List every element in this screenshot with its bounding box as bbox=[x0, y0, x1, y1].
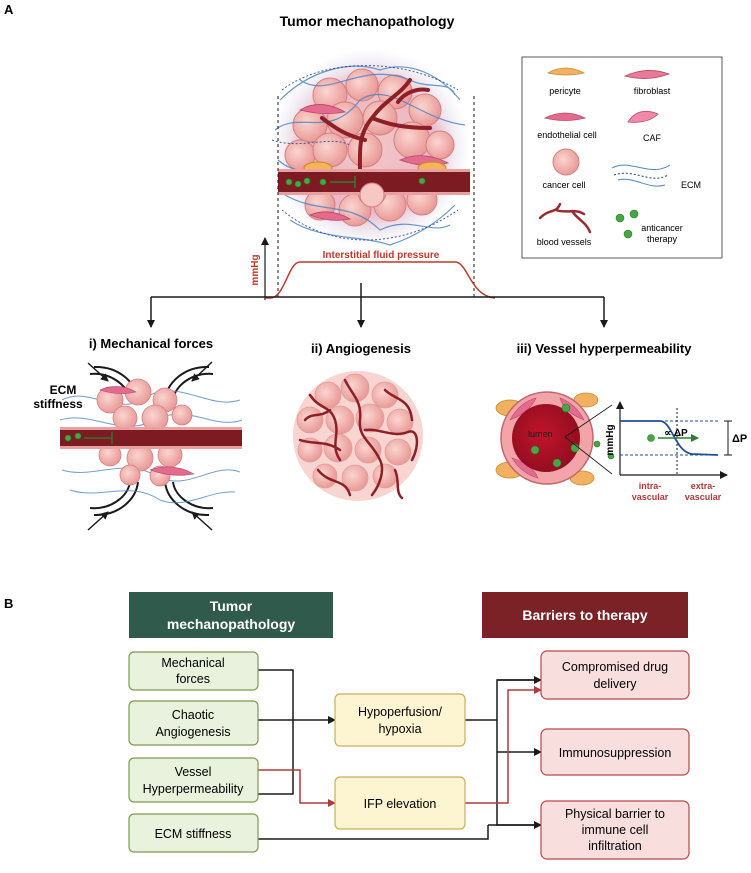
barrier-label: Immunosuppression bbox=[559, 746, 672, 760]
header-right-text: Barriers to therapy bbox=[522, 607, 647, 623]
perm-y-unit: mmHg bbox=[605, 424, 616, 455]
legend-ecm: ECM bbox=[681, 180, 701, 190]
barrier-label: delivery bbox=[593, 677, 637, 691]
ecm-stiffness-1: ECM bbox=[50, 383, 77, 397]
barrier-label: Physical barrier to bbox=[565, 807, 665, 821]
mechanical-forces-illustration: ECM stiffness bbox=[33, 361, 243, 531]
mid-label: Hypoperfusion/ bbox=[358, 705, 443, 719]
extra-label-2: vascular bbox=[685, 492, 722, 502]
cause-label: forces bbox=[176, 672, 210, 686]
mid-box-ifp-elevation: IFP elevation bbox=[334, 776, 466, 830]
angiogenesis-illustration bbox=[293, 371, 423, 501]
tumor-illustration bbox=[270, 48, 470, 248]
header-left-box bbox=[129, 592, 333, 638]
prop-delta-p-label: ∝ ΔP bbox=[664, 428, 688, 439]
panel-a-letter: A bbox=[4, 2, 14, 17]
mid-box-hypoperfusion: Hypoperfusion/ hypoxia bbox=[334, 693, 466, 747]
barrier-label: infiltration bbox=[588, 839, 642, 853]
sub-mechanical-forces: i) Mechanical forces bbox=[89, 336, 213, 351]
panel-b-letter: B bbox=[4, 596, 13, 611]
cause-label: Angiogenesis bbox=[155, 725, 230, 739]
hyperpermeability-illustration: lumen ΔP ∝ ΔP mmHg intra- vascular extra… bbox=[495, 391, 747, 502]
header-left-line1: Tumor bbox=[210, 598, 253, 614]
legend-cancer-cell: cancer cell bbox=[542, 180, 585, 190]
header-right-box bbox=[482, 592, 688, 638]
sub-angiogenesis: ii) Angiogenesis bbox=[311, 341, 411, 356]
lumen-label: lumen bbox=[528, 429, 553, 439]
cause-box-chaotic-angiogenesis: Chaotic Angiogenesis bbox=[128, 700, 259, 746]
cause-box-ecm-stiffness: ECM stiffness bbox=[128, 813, 259, 853]
legend-endothelial: endothelial cell bbox=[537, 130, 597, 140]
mid-label: hypoxia bbox=[378, 722, 421, 736]
intra-label-2: vascular bbox=[632, 492, 669, 502]
legend-box: pericyte fibroblast endothelial cell CAF… bbox=[521, 56, 723, 259]
intra-label-1: intra- bbox=[639, 481, 662, 491]
sub-vessel-hyperpermeability: iii) Vessel hyperpermeability bbox=[517, 341, 693, 356]
ifp-label: Interstitial fluid pressure bbox=[323, 250, 440, 261]
cause-label: Vessel bbox=[175, 765, 212, 779]
barrier-box-drug-delivery: Compromised drug delivery bbox=[540, 650, 690, 700]
branch-arrows bbox=[147, 283, 608, 328]
legend-caf: CAF bbox=[643, 133, 662, 143]
extra-label-1: extra- bbox=[691, 481, 716, 491]
mid-label: IFP elevation bbox=[364, 797, 437, 811]
cause-box-vessel-hyperpermeability: Vessel Hyperpermeability bbox=[128, 757, 259, 803]
ecm-stiffness-2: stiffness bbox=[33, 397, 83, 411]
barrier-label: Compromised drug bbox=[562, 660, 668, 674]
panel-a-title: Tumor mechanopathology bbox=[280, 13, 455, 29]
cause-label: ECM stiffness bbox=[155, 827, 232, 841]
barrier-box-physical-barrier: Physical barrier to immune cell infiltra… bbox=[540, 800, 690, 860]
legend-pericyte: pericyte bbox=[549, 86, 581, 96]
cause-label: Chaotic bbox=[172, 708, 214, 722]
cause-box-mechanical-forces: Mechanical forces bbox=[128, 651, 259, 691]
legend-blood-vessels: blood vessels bbox=[537, 237, 592, 247]
barrier-box-immunosuppression: Immunosuppression bbox=[540, 728, 690, 776]
cause-label: Hyperpermeability bbox=[143, 782, 244, 796]
header-left-line2: mechanopathology bbox=[167, 616, 296, 632]
cause-label: Mechanical bbox=[161, 656, 224, 670]
legend-therapy-1: anticancer bbox=[641, 223, 683, 233]
ifp-plot: Interstitial fluid pressure mmHg bbox=[250, 96, 496, 300]
ifp-y-unit: mmHg bbox=[250, 254, 261, 285]
legend-therapy-2: therapy bbox=[647, 234, 678, 244]
barrier-label: immune cell bbox=[582, 823, 649, 837]
legend-fibroblast: fibroblast bbox=[634, 86, 671, 96]
delta-p-label: ΔP bbox=[732, 433, 747, 445]
